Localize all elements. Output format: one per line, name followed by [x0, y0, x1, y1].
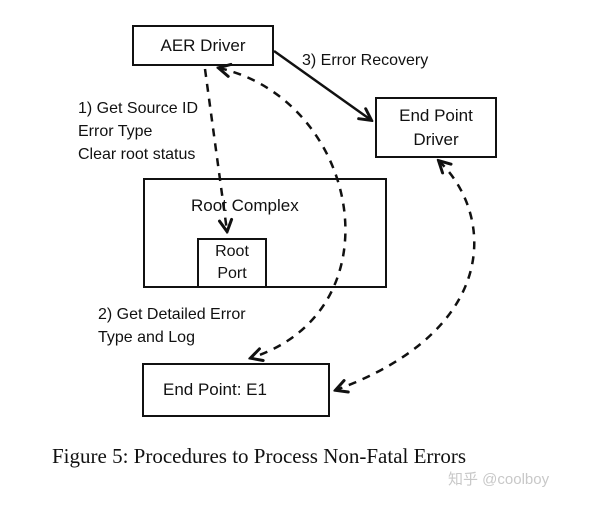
aer-driver-label: AER Driver — [160, 35, 246, 55]
end-point-driver-box: End Point Driver — [375, 97, 497, 158]
root-port-label-line1: Root — [215, 243, 249, 260]
step1-line1: 1) Get Source ID — [78, 100, 199, 117]
step1-line3: Clear root status — [78, 146, 196, 163]
step1-annotation: 1) Get Source ID Error Type Clear root s… — [78, 97, 198, 166]
figure-caption: Figure 5: Procedures to Process Non-Fata… — [52, 444, 467, 468]
end-point-e1-label: End Point: E1 — [163, 380, 267, 399]
step1-line2: Error Type — [78, 123, 153, 140]
step2-annotation: 2) Get Detailed Error Type and Log — [98, 303, 246, 349]
watermark-text: 知乎 @coolboy — [448, 471, 550, 488]
end-point-driver-label-line2: Driver — [413, 129, 459, 149]
step2-line1: 2) Get Detailed Error — [98, 306, 246, 323]
end-point-driver-label-line1: End Point — [399, 105, 473, 125]
aer-driver-box: AER Driver — [132, 25, 274, 66]
root-port-box: Root Port — [197, 238, 267, 288]
root-complex-label: Root Complex — [191, 196, 299, 215]
step3-label: 3) Error Recovery — [302, 52, 429, 69]
end-point-e1-box: End Point: E1 — [142, 363, 330, 417]
root-port-label-line2: Port — [217, 265, 247, 282]
step2-line2: Type and Log — [98, 329, 195, 346]
step3-annotation: 3) Error Recovery — [302, 49, 428, 72]
